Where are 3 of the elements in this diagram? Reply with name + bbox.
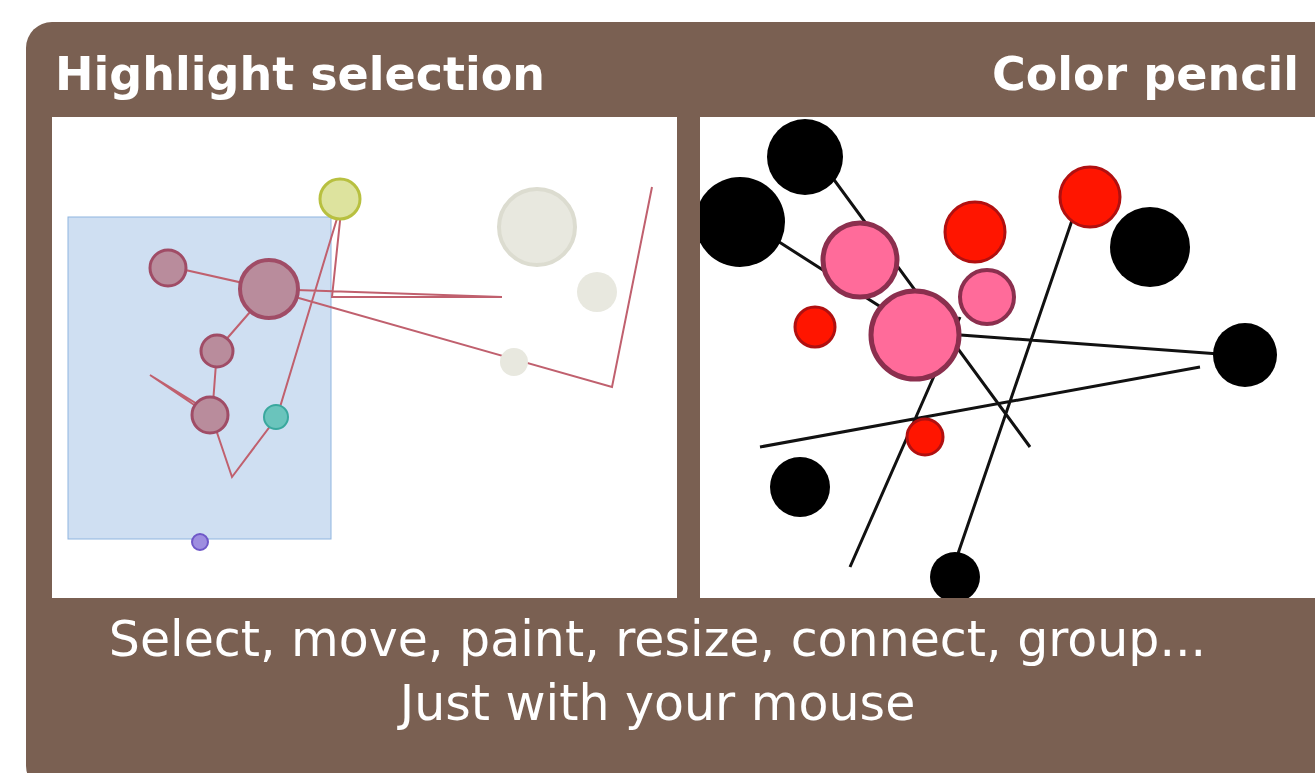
panel-heading: Color pencil xyxy=(991,46,1299,103)
panel-heading: Highlight selection xyxy=(55,46,546,103)
caption-text: Select, move, paint, resize, connect, group... Just with your mouse xyxy=(107,610,1208,734)
